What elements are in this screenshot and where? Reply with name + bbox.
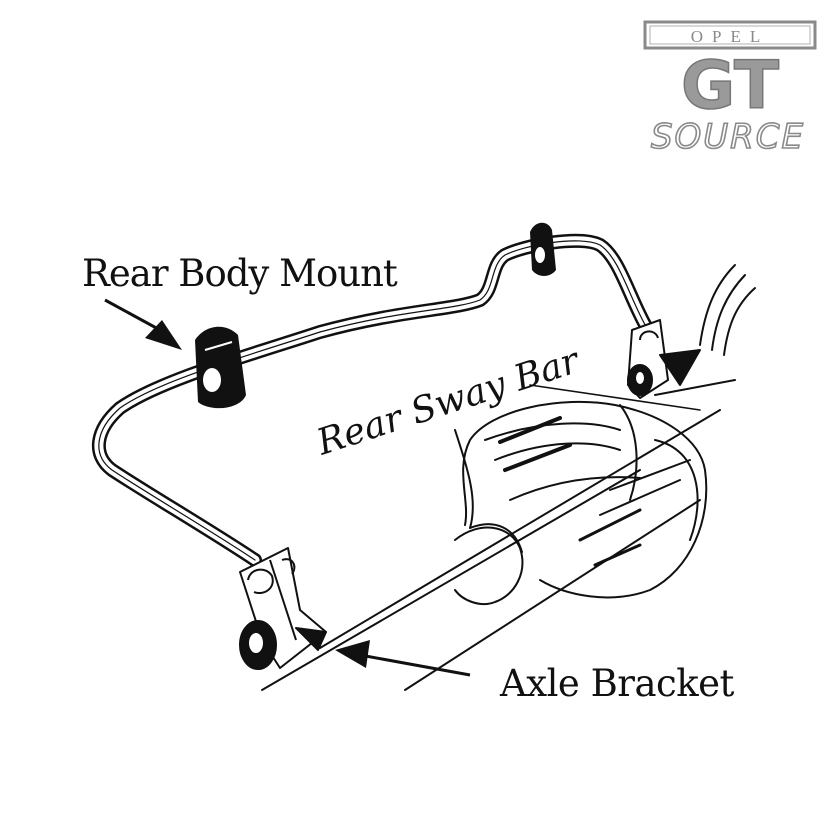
rear-body-mount-left bbox=[195, 326, 246, 409]
axle-bracket-left bbox=[239, 547, 327, 670]
arrow-rear-body-mount bbox=[104, 298, 182, 350]
label-axle-bracket: Axle Bracket bbox=[499, 662, 735, 705]
rear-sway-bar bbox=[91, 233, 655, 567]
opel-gt-source-logo: OPEL GT SOURCE bbox=[643, 20, 817, 158]
axle-bracket-right bbox=[627, 319, 701, 399]
label-rear-body-mount: Rear Body Mount bbox=[82, 252, 398, 295]
arrow-axle-bracket bbox=[335, 640, 471, 677]
logo-source-text: SOURCE bbox=[651, 117, 805, 157]
logo-gt-text: GT bbox=[681, 47, 779, 124]
rear-body-mount-right bbox=[530, 222, 556, 276]
logo-opel-text: OPEL bbox=[691, 27, 770, 46]
rear-axle-assembly bbox=[261, 264, 756, 691]
